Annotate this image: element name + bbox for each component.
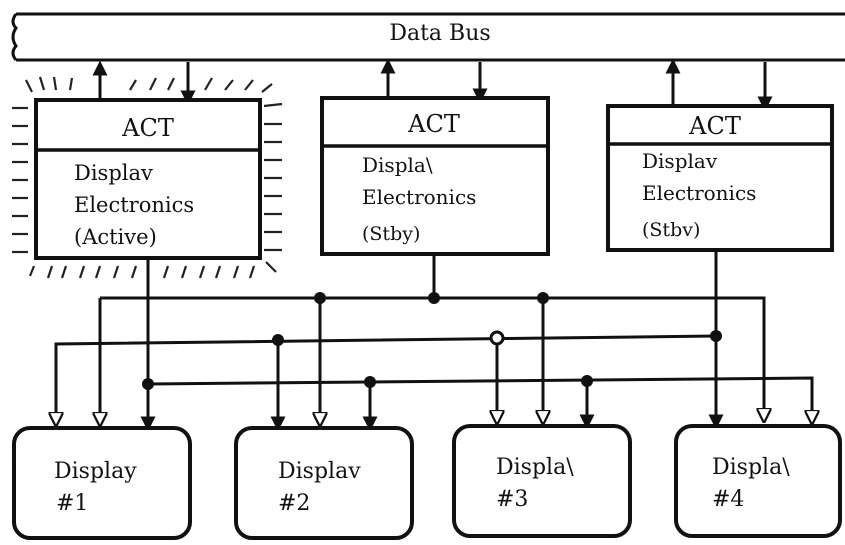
data-bus: Data Bus <box>11 12 845 62</box>
active-unit-highlight <box>12 76 283 279</box>
unit-2-line3: (Stby) <box>362 223 420 245</box>
unit-3-line2: Electronics <box>642 181 756 205</box>
display-2: Displav #2 <box>234 426 414 540</box>
data-bus-label: Data Bus <box>389 21 490 46</box>
unit-2-line1: Displa\ <box>362 153 433 177</box>
unit-2-header: ACT <box>407 110 460 138</box>
display-4: Displa\ #4 <box>674 424 842 538</box>
unit-1-header: ACT <box>121 114 174 142</box>
unit-1-line2: Electronics <box>74 193 194 217</box>
display-electronics-standby-2: ACT Displav Electronics (Stbv) <box>606 104 834 252</box>
unit-3-header: ACT <box>688 112 741 140</box>
display-1-number: #1 <box>56 491 88 516</box>
unit-3-line3: (Stbv) <box>642 219 700 241</box>
distribution-wiring <box>56 252 812 432</box>
junction-dots <box>142 292 722 390</box>
display-2-name: Displav <box>278 459 361 484</box>
display-electronics-standby-1: ACT Displa\ Electronics (Stby) <box>320 96 550 256</box>
display-1: Display #1 <box>12 426 192 540</box>
unit-1-line1: Displav <box>74 161 153 185</box>
display-3: Displa\ #3 <box>452 424 632 538</box>
display-4-number: #4 <box>712 487 744 512</box>
display-4-name: Displa\ <box>712 455 790 480</box>
display-3-number: #3 <box>496 487 528 512</box>
unit-2-line2: Electronics <box>362 185 476 209</box>
unit-3-line1: Displav <box>642 149 718 173</box>
display-3-name: Displa\ <box>496 455 574 480</box>
bus-connections <box>92 58 773 112</box>
display-1-name: Display <box>54 459 137 484</box>
display-electronics-active: ACT Displav Electronics (Active) <box>34 98 262 260</box>
unit-1-line3: (Active) <box>74 225 157 249</box>
display-2-number: #2 <box>278 491 310 516</box>
